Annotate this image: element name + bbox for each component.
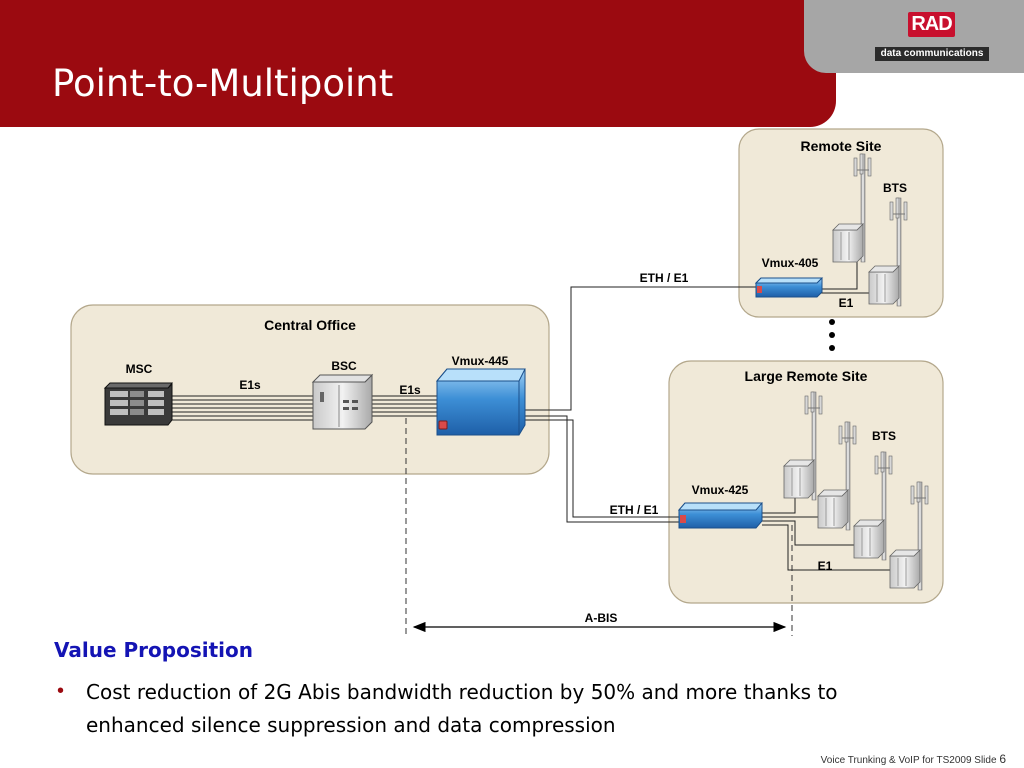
central-office-title: Central Office: [264, 317, 356, 333]
eth-e1-bottom-label: ETH / E1: [610, 503, 659, 517]
rad-logo: RAD: [908, 12, 955, 37]
large-bts-1: [783, 459, 815, 499]
slide-footer: Voice Trunking & VoIP for TS2009 Slide 6: [821, 752, 1006, 766]
slide-title: Point-to-Multipoint: [52, 62, 394, 105]
central-office-box: [70, 304, 550, 475]
remote-bts-1: [832, 223, 864, 263]
vmux-405-label: Vmux-405: [762, 256, 819, 270]
logo-tagline: data communications: [875, 47, 989, 61]
vmux-405-device: [754, 277, 824, 298]
vmux-445-device: [435, 368, 526, 436]
value-proposition-heading: Value Proposition: [54, 638, 253, 662]
large-e1-label: E1: [818, 559, 833, 573]
eth-e1-top-label: ETH / E1: [640, 271, 689, 285]
msc-label: MSC: [126, 362, 153, 376]
eth-link-large-site-b: [525, 419, 680, 518]
more-sites-ellipsis: [829, 319, 835, 351]
bsc-label: BSC: [331, 359, 357, 373]
large-bts-label: BTS: [872, 429, 896, 443]
footer-text: Voice Trunking & VoIP for TS2009 Slide: [820, 755, 997, 766]
slide-number: 6: [999, 752, 1006, 766]
remote-bts-label: BTS: [883, 181, 907, 195]
vmux-425-device: [677, 502, 764, 529]
value-proposition-bullet: Cost reduction of 2G Abis bandwidth redu…: [86, 680, 838, 737]
e1s-bundle-bsc-vmux: [372, 395, 437, 417]
bullet-icon: •: [57, 680, 65, 702]
abis-label: A-BIS: [585, 611, 618, 625]
remote-e1-line-1: [817, 257, 858, 290]
e1s-bundle-msc-bsc: [172, 395, 313, 421]
large-site-e1-lines: [762, 497, 890, 571]
vmux-425-label: Vmux-425: [692, 483, 749, 497]
large-bts-4: [889, 549, 921, 589]
remote-site-title: Remote Site: [801, 138, 882, 154]
bsc-device: [311, 373, 374, 430]
msc-device: [103, 382, 174, 426]
eth-link-remote-site: [525, 286, 757, 411]
large-bts-3: [853, 519, 885, 559]
vmux-445-label: Vmux-445: [452, 354, 509, 368]
e1s-left-label: E1s: [239, 378, 261, 392]
eth-link-large-site-a: [525, 415, 680, 523]
e1s-right-label: E1s: [399, 383, 421, 397]
remote-e1-label: E1: [839, 296, 854, 310]
large-remote-site-title: Large Remote Site: [745, 368, 868, 384]
header-bar: [0, 0, 836, 127]
remote-bts-2: [868, 265, 900, 305]
large-bts-2: [817, 489, 849, 529]
